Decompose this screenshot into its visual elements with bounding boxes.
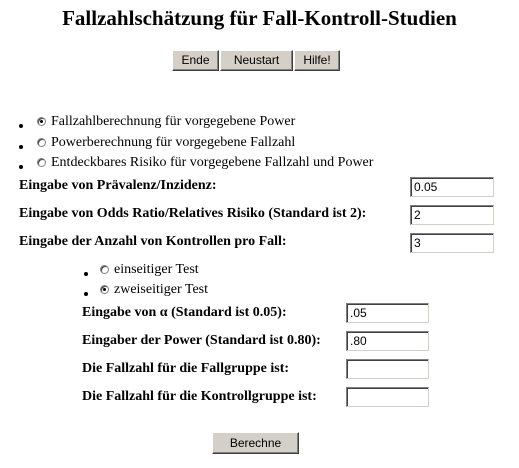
alpha-label: Eingabe von α (Standard ist 0.05): xyxy=(82,305,287,320)
radio-label-detectable-risk: Entdeckbares Risiko für vorgegebene Fall… xyxy=(51,155,374,170)
list-bullet xyxy=(84,292,88,296)
alpha-input[interactable]: .05 xyxy=(346,303,429,323)
odds-ratio-input[interactable]: 2 xyxy=(410,205,494,225)
radio-sample-size-for-power[interactable] xyxy=(37,117,46,126)
page-title: Fallzahlschätzung für Fall-Kontroll-Stud… xyxy=(62,6,457,30)
prevalence-label: Eingabe von Prävalenz/Inzidenz: xyxy=(19,178,217,193)
case-sample-size-output[interactable] xyxy=(346,359,429,379)
odds-ratio-label: Eingabe von Odds Ratio/Relatives Risiko … xyxy=(19,206,367,221)
radio-two-sided-test[interactable] xyxy=(100,285,109,294)
list-bullet xyxy=(19,165,23,169)
controls-per-case-input[interactable]: 3 xyxy=(410,233,494,253)
list-bullet xyxy=(19,145,23,149)
radio-label-power: Powerberechnung für vorgegebene Fallzahl xyxy=(51,135,296,150)
controls-per-case-label: Eingabe der Anzahl von Kontrollen pro Fa… xyxy=(19,234,287,249)
radio-label-sample-size: Fallzahlberechnung für vorgegebene Power xyxy=(51,114,296,129)
control-sample-size-label: Die Fallzahl für die Kontrollgruppe ist: xyxy=(82,389,317,404)
radio-label-two-sided: zweiseitiger Test xyxy=(114,282,209,297)
control-sample-size-output[interactable] xyxy=(346,387,429,407)
end-button[interactable]: Ende xyxy=(172,50,219,71)
power-input[interactable]: .80 xyxy=(346,331,429,351)
radio-label-one-sided: einseitiger Test xyxy=(114,262,199,277)
radio-power-for-sample-size[interactable] xyxy=(37,138,46,147)
radio-detectable-risk[interactable] xyxy=(37,158,46,167)
radio-one-sided-test[interactable] xyxy=(100,265,109,274)
list-bullet xyxy=(84,272,88,276)
calculate-button[interactable]: Berechne xyxy=(212,432,299,454)
prevalence-input[interactable]: 0.05 xyxy=(410,177,494,197)
help-button[interactable]: Hilfe! xyxy=(294,50,340,71)
power-label: Eingaber der Power (Standard ist 0.80): xyxy=(82,333,321,348)
restart-button[interactable]: Neustart xyxy=(220,50,293,71)
list-bullet xyxy=(19,124,23,128)
case-sample-size-label: Die Fallzahl für die Fallgruppe ist: xyxy=(82,361,290,376)
